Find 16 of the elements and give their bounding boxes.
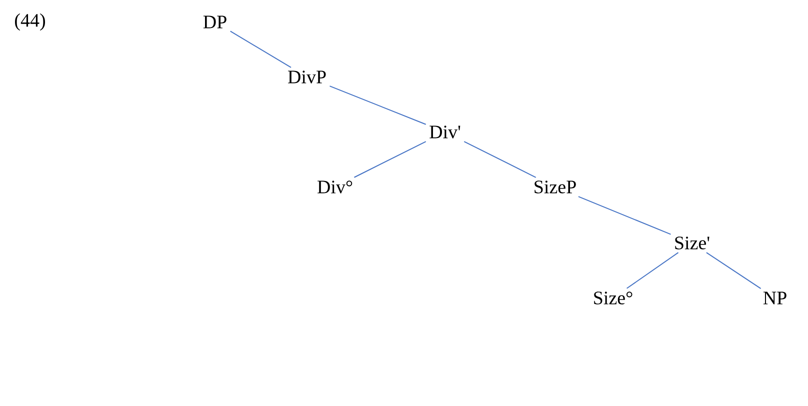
tree-node-label: Div°	[318, 180, 352, 194]
tree-node-label: SizeP	[534, 180, 576, 194]
tree-node-label: NP	[763, 292, 786, 304]
tree-node-label: DP	[203, 16, 226, 28]
tree-branch	[354, 141, 426, 178]
tree-node-label: Div'	[430, 126, 460, 138]
example-number: (44)	[15, 13, 45, 31]
tree-branch	[329, 86, 426, 125]
tree-node-label: Size°	[594, 292, 632, 304]
tree-branch	[706, 252, 762, 290]
tree-node-label: Size'	[675, 236, 710, 250]
tree-branch	[464, 141, 536, 178]
tree-node-label: DivP	[288, 70, 326, 84]
tree-branch	[230, 30, 292, 68]
tree-branch	[578, 196, 672, 235]
tree-branch	[626, 252, 679, 289]
